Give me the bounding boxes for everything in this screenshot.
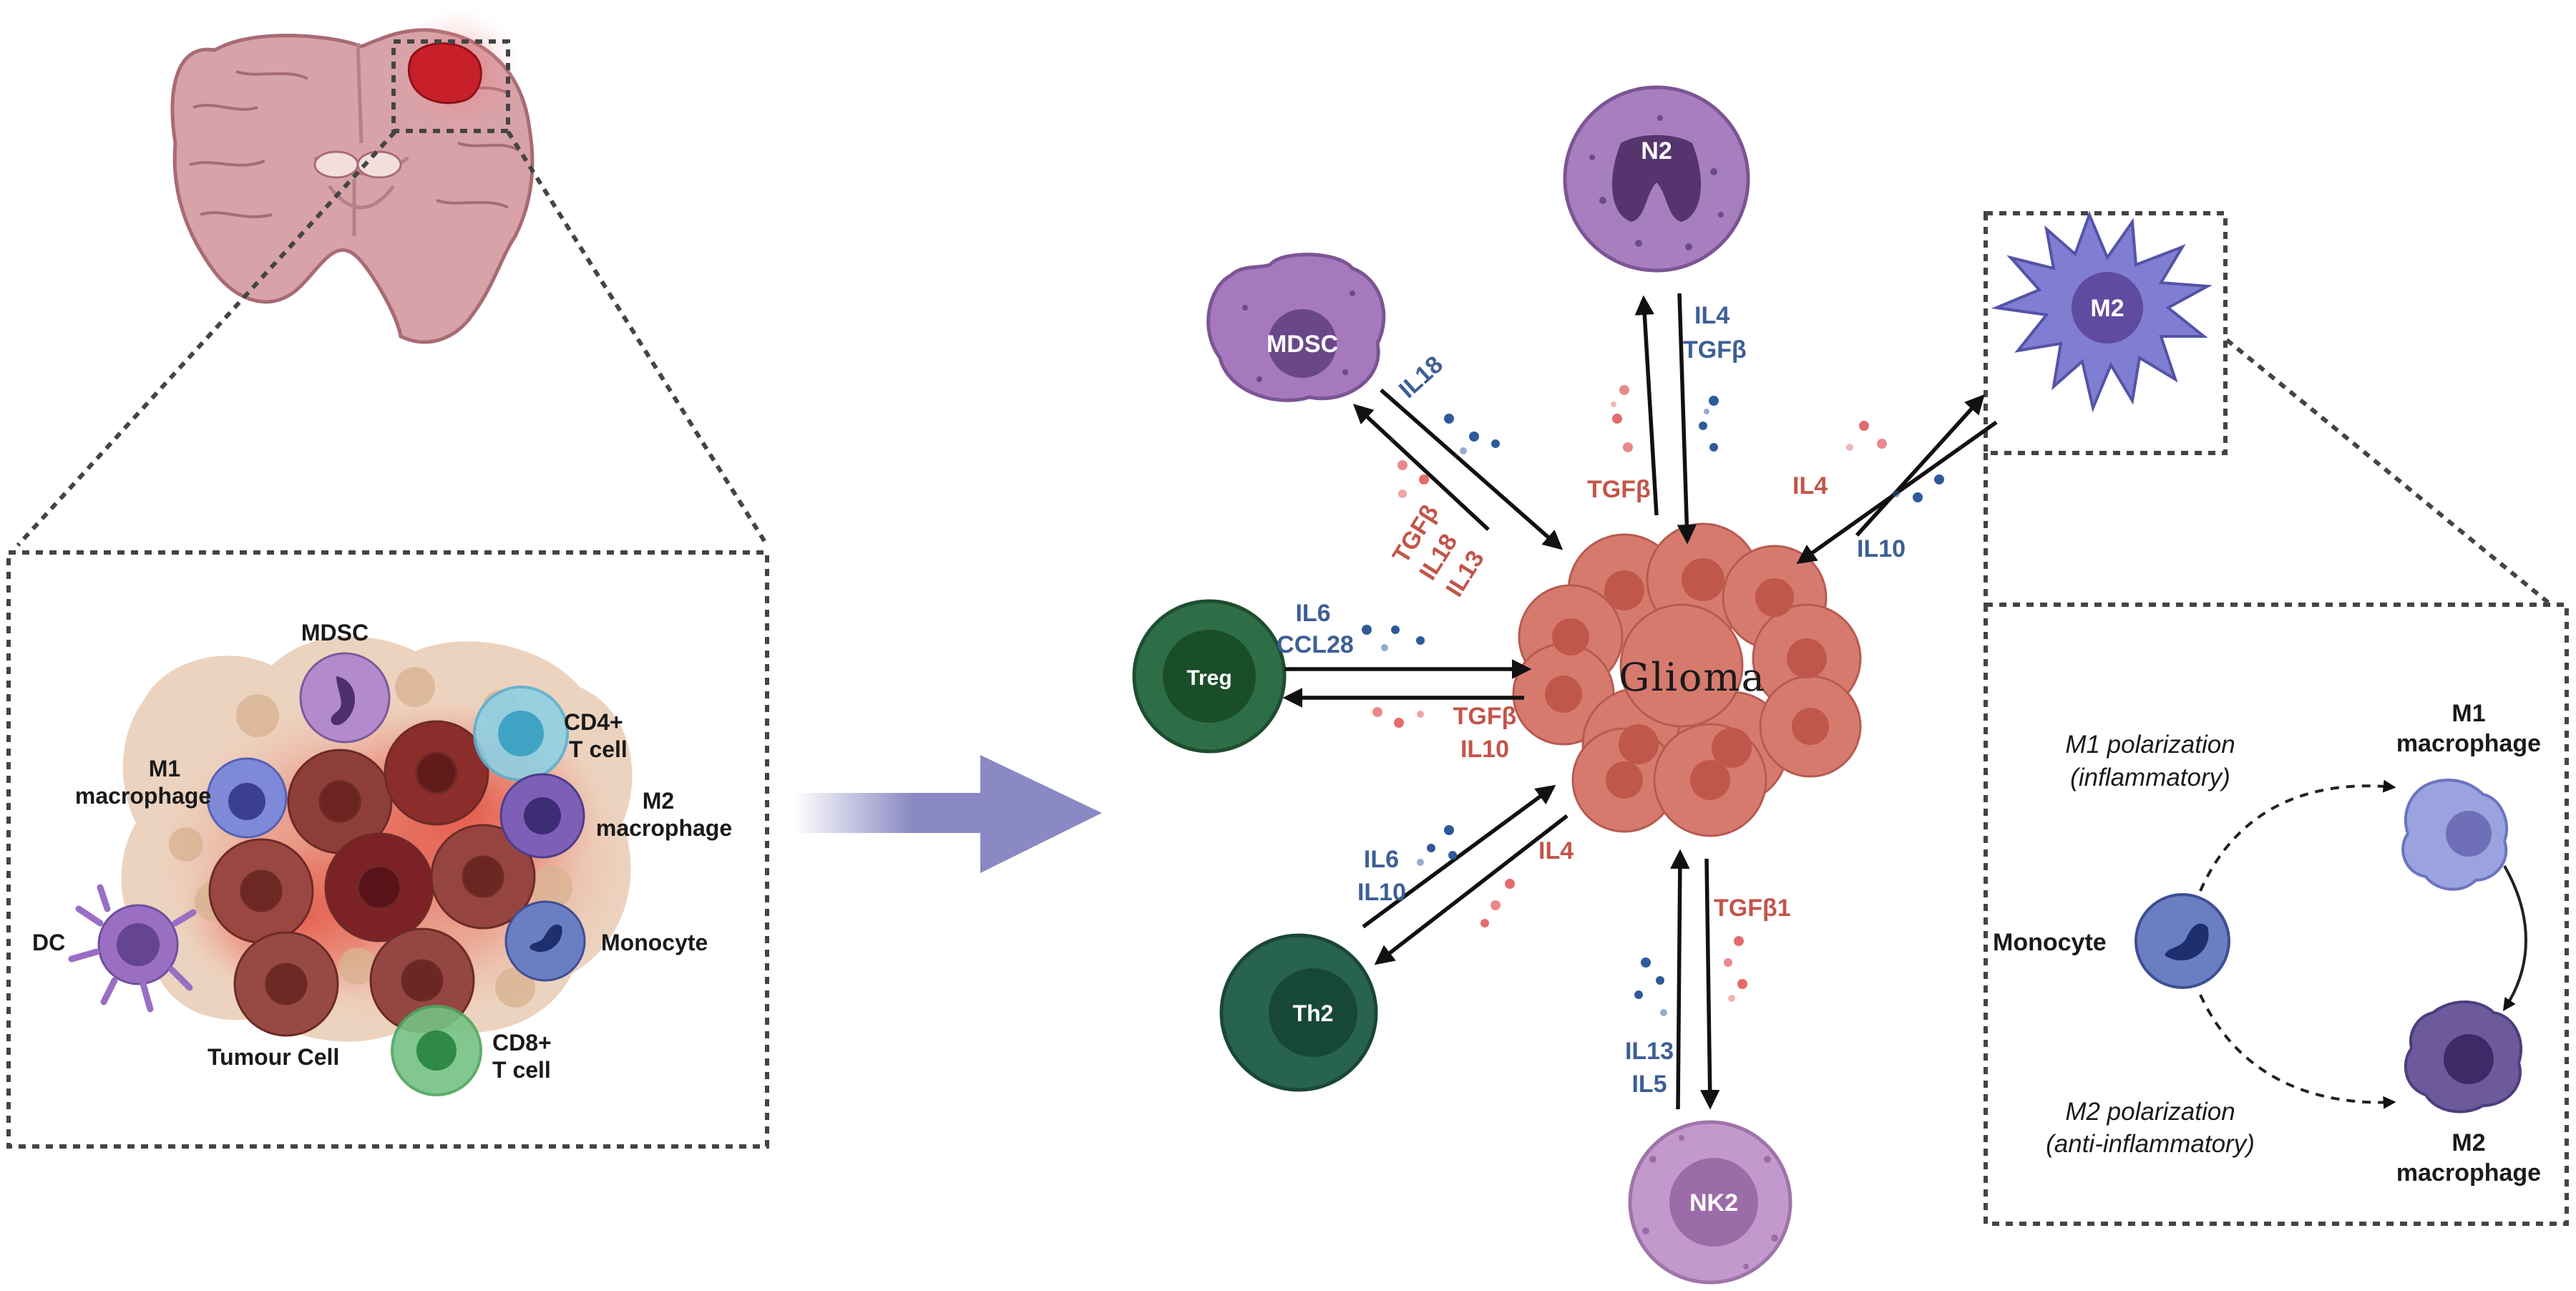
n2-label: N2 <box>1641 137 1672 165</box>
label-dc-small: DC <box>32 930 65 955</box>
tumour-cells <box>208 720 536 1037</box>
zoom-line-right <box>506 130 769 547</box>
m2-cell-small <box>499 773 585 859</box>
cyto-mdsc-in: IL18 <box>1394 351 1448 404</box>
m2-zoom-box <box>1984 211 2228 455</box>
cyto-th2-out: IL4 <box>1538 837 1574 864</box>
mdsc-cell: MDSC <box>1206 253 1386 402</box>
cyto-n2-out: TGFβ <box>1587 476 1651 503</box>
tumour-microenvironment-box <box>6 550 769 1149</box>
m1-macrophage-large <box>2401 779 2509 891</box>
cyto-mdsc-out: TGFβIL18IL13 <box>1387 500 1498 602</box>
dc-cell-small <box>68 884 197 1013</box>
cyto-m2-in: IL10 <box>1857 535 1906 562</box>
m2-macrophage-large <box>2404 1000 2523 1114</box>
mdsc-cell-small <box>299 652 391 744</box>
transition-arrow <box>794 755 1102 873</box>
m1-polarization-label: M1 polarization <box>2065 731 2235 759</box>
m2-polarization-label: M2 polarization <box>2065 1098 2235 1126</box>
m2-polarization-sub: (anti-inflammatory) <box>2046 1130 2255 1158</box>
cyto-m2-out: IL4 <box>1792 472 1828 500</box>
brain-illustration <box>16 7 769 547</box>
tumour-cell <box>287 749 393 854</box>
treg-cell: Treg <box>1132 599 1287 754</box>
tumour-cell <box>324 832 434 942</box>
tumour-cell <box>369 927 475 1033</box>
monocyte-large-label: Monocyte <box>1993 929 2107 956</box>
cyto-nk2-out: TGFβ1 <box>1714 895 1791 922</box>
polarization-box <box>1984 603 2569 1226</box>
m1-cell-small <box>206 757 288 839</box>
th2-cell: Th2 <box>1219 933 1378 1092</box>
m1-polarization-sub: (inflammatory) <box>2070 764 2230 791</box>
cd8-cell-small <box>391 1005 482 1096</box>
glioma-label: Glioma <box>1619 655 1766 700</box>
cytokine-dots <box>1362 385 1944 1016</box>
tumour-cell <box>233 931 339 1037</box>
zoom-line-m2-right <box>2225 338 2552 607</box>
mdsc-label: MDSC <box>1267 331 1338 358</box>
monocyte-large <box>2135 893 2230 989</box>
label-cd4-small: CD4+T cell <box>564 709 628 762</box>
nk2-cell: NK2 <box>1628 1120 1792 1285</box>
label-tumour-cell: Tumour Cell <box>208 1044 339 1070</box>
tumour-cell <box>208 838 314 944</box>
treg-label: Treg <box>1186 666 1231 690</box>
label-monocyte-small: Monocyte <box>601 930 708 955</box>
glioma-cluster: Glioma <box>1512 522 1862 837</box>
cd4-cell-small <box>473 686 569 781</box>
m2-label: M2 <box>2090 295 2124 322</box>
tumour-cell <box>384 720 489 826</box>
svg-text:TGFβIL18IL13: TGFβIL18IL13 <box>1387 500 1498 602</box>
zoom-line-left <box>16 130 397 547</box>
brain-zoom-box <box>391 39 510 133</box>
m2-cell: M2 <box>1984 210 2552 607</box>
nk2-label: NK2 <box>1689 1189 1738 1217</box>
tumour-cell <box>430 824 536 930</box>
n2-cell: N2 <box>1563 85 1750 273</box>
label-mdsc-small: MDSC <box>301 620 369 646</box>
th2-label: Th2 <box>1293 1000 1334 1026</box>
label-cd8-small: CD8+T cell <box>492 1030 552 1083</box>
monocyte-cell-small <box>504 900 586 982</box>
